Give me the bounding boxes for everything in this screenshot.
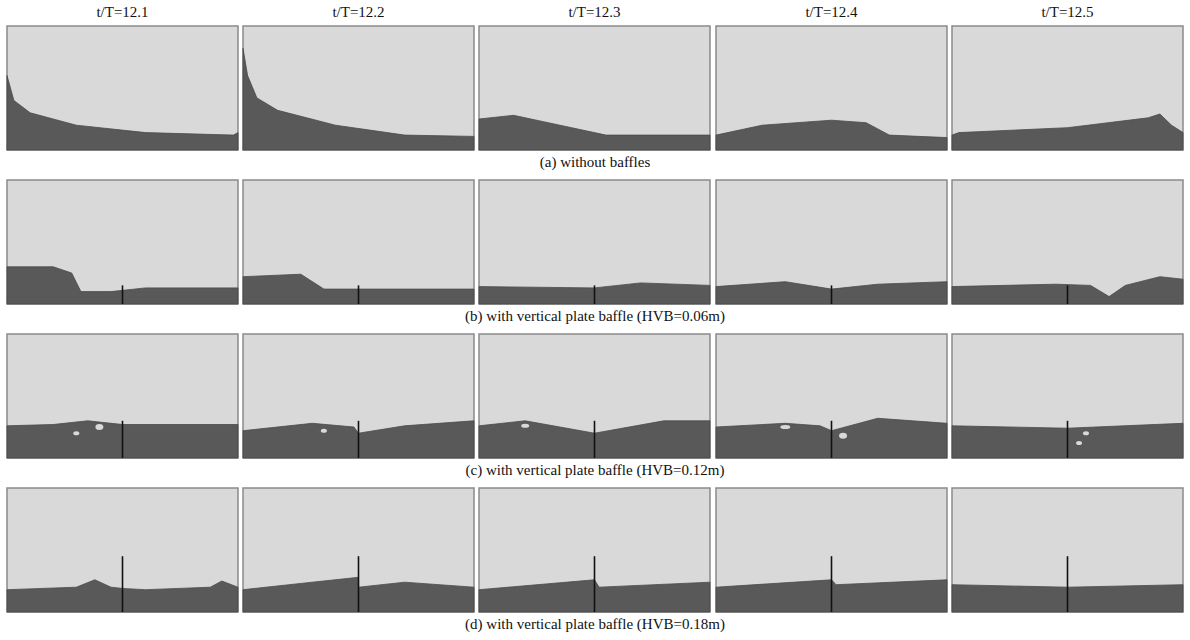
air-bubble — [13, 258, 25, 264]
fluid-region — [243, 421, 474, 458]
fluid-region — [243, 48, 474, 150]
tank-panel — [7, 180, 238, 304]
tank-panel — [243, 488, 474, 612]
tank-panel — [243, 180, 474, 304]
vertical-baffle — [358, 556, 360, 612]
time-header: t/T=12.3 — [566, 4, 622, 21]
row-caption: (c) with vertical plate baffle (HVB=0.12… — [464, 462, 727, 479]
fluid-region — [479, 115, 710, 150]
time-header: t/T=12.5 — [1039, 4, 1095, 21]
row-caption: (d) with vertical plate baffle (HVB=0.18… — [463, 616, 727, 633]
air-bubble — [672, 275, 678, 279]
fluid-region — [952, 114, 1183, 150]
vertical-baffle — [122, 556, 124, 612]
air-bubble — [95, 424, 103, 430]
air-bubble — [614, 277, 622, 281]
air-bubble — [521, 424, 529, 428]
vertical-baffle — [358, 285, 360, 304]
tank-panel — [716, 26, 947, 150]
air-bubble — [839, 433, 847, 439]
fluid-region — [7, 76, 238, 150]
vertical-baffle — [831, 285, 833, 304]
vertical-baffle — [1067, 556, 1069, 612]
tank-panel — [7, 26, 238, 150]
air-bubble — [73, 431, 79, 435]
air-bubble — [321, 429, 327, 433]
tank-panel — [243, 334, 474, 458]
vertical-baffle — [1067, 421, 1069, 458]
fluid-region — [7, 267, 238, 304]
vertical-baffle — [594, 556, 596, 612]
time-header: t/T=12.1 — [94, 4, 150, 21]
vertical-baffle — [594, 285, 596, 304]
vertical-baffle — [831, 556, 833, 612]
fluid-region — [7, 421, 238, 458]
row-caption: (a) without baffles — [538, 154, 653, 171]
fluid-region — [952, 277, 1183, 304]
tank-panel — [952, 488, 1183, 612]
tank-panel — [479, 488, 710, 612]
tank-panel — [716, 180, 947, 304]
air-bubble — [577, 419, 589, 427]
air-bubble — [780, 425, 790, 429]
tank-panel — [952, 180, 1183, 304]
tank-panel — [716, 488, 947, 612]
vertical-baffle — [831, 421, 833, 458]
air-bubble — [874, 277, 882, 281]
tank-panel — [7, 488, 238, 612]
tank-panel — [479, 26, 710, 150]
fluid-region — [716, 120, 947, 150]
fluid-region — [716, 282, 947, 304]
vertical-baffle — [1067, 285, 1069, 304]
air-bubble — [1154, 265, 1166, 269]
fluid-region — [479, 421, 710, 458]
tank-panel — [716, 334, 947, 458]
fluid-region — [479, 283, 710, 304]
time-header: t/T=12.4 — [803, 4, 859, 21]
tank-panel — [243, 26, 474, 150]
fluid-region — [716, 418, 947, 458]
vertical-baffle — [358, 421, 360, 458]
air-bubble — [364, 418, 376, 424]
fluid-region — [243, 274, 474, 304]
tank-panel — [952, 334, 1183, 458]
air-bubble — [258, 269, 274, 273]
air-bubble — [118, 265, 128, 269]
tank-panel — [7, 334, 238, 458]
row-caption: (b) with vertical plate baffle (HVB=0.06… — [463, 308, 727, 325]
vertical-baffle — [122, 421, 124, 458]
time-header: t/T=12.2 — [330, 4, 386, 21]
tank-panel — [952, 26, 1183, 150]
air-bubble — [1083, 431, 1089, 435]
air-bubble — [1076, 441, 1082, 445]
tank-panel — [479, 180, 710, 304]
tank-panel — [479, 334, 710, 458]
vertical-baffle — [594, 421, 596, 458]
vertical-baffle — [122, 285, 124, 304]
